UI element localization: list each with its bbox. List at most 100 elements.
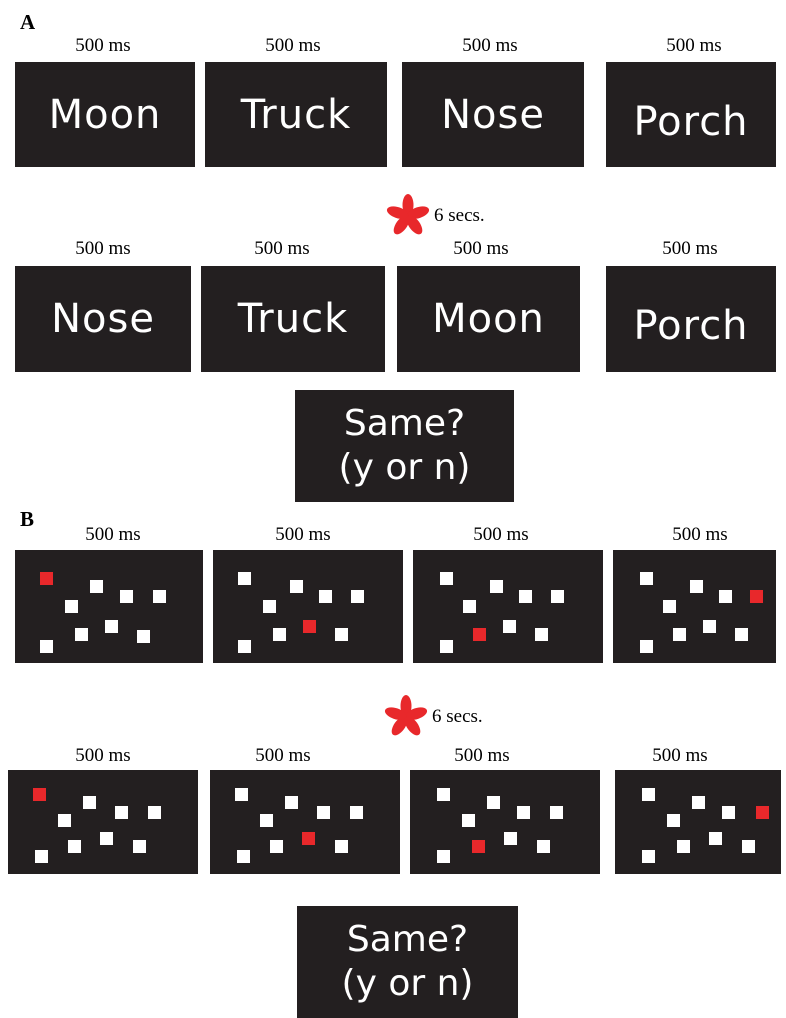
square <box>487 796 500 809</box>
square <box>75 628 88 641</box>
delay-duration: 6 secs. <box>432 706 483 727</box>
highlighted-square <box>33 788 46 801</box>
square <box>65 600 78 613</box>
word-screen: Moon <box>397 266 580 372</box>
square <box>677 840 690 853</box>
square <box>735 628 748 641</box>
word-text: Truck <box>240 91 352 138</box>
square <box>238 640 251 653</box>
timing-label: 500 ms <box>672 524 728 545</box>
square <box>519 590 532 603</box>
prompt-line-1: Same? <box>346 919 469 960</box>
timing-label: 500 ms <box>75 35 131 56</box>
response-prompt-screen: Same? (y or n) <box>297 906 518 1018</box>
square <box>235 788 248 801</box>
delay-indicator: 6 secs. <box>386 194 485 238</box>
word-screen: Truck <box>201 266 385 372</box>
timing-label: 500 ms <box>662 238 718 259</box>
square <box>719 590 732 603</box>
square <box>133 840 146 853</box>
square <box>673 628 686 641</box>
spatial-array-screen <box>15 550 203 663</box>
word-text: Nose <box>51 296 155 342</box>
timing-label: 500 ms <box>75 745 131 766</box>
word-screen: Nose <box>402 62 584 167</box>
word-text: Moon <box>432 296 545 342</box>
spatial-array-screen <box>410 770 600 874</box>
square <box>722 806 735 819</box>
square <box>440 572 453 585</box>
highlighted-square <box>756 806 769 819</box>
word-screen: Moon <box>15 62 195 167</box>
word-screen: Truck <box>205 62 387 167</box>
square <box>153 590 166 603</box>
word-text: Truck <box>237 296 349 342</box>
word-screen: Nose <box>15 266 191 372</box>
square <box>319 590 332 603</box>
square <box>285 796 298 809</box>
square <box>550 806 563 819</box>
square <box>537 840 550 853</box>
timing-label: 500 ms <box>75 238 131 259</box>
timing-label: 500 ms <box>666 35 722 56</box>
square <box>148 806 161 819</box>
square <box>663 600 676 613</box>
spatial-array-screen <box>413 550 603 663</box>
word-text: Moon <box>48 91 162 138</box>
square <box>690 580 703 593</box>
square <box>640 572 653 585</box>
timing-label: 500 ms <box>462 35 518 56</box>
panel-b-label: B <box>20 507 35 531</box>
square <box>503 620 516 633</box>
red-asterisk-icon <box>386 194 430 235</box>
word-screen: Porch <box>606 266 776 372</box>
square <box>490 580 503 593</box>
square <box>317 806 330 819</box>
delay-duration: 6 secs. <box>434 205 485 226</box>
square <box>83 796 96 809</box>
square <box>350 806 363 819</box>
highlighted-square <box>302 832 315 845</box>
prompt-line-1: Same? <box>343 403 466 444</box>
delay-indicator: 6 secs. <box>384 695 483 739</box>
timing-label: 500 ms <box>652 745 708 766</box>
square <box>270 840 283 853</box>
highlighted-square <box>472 840 485 853</box>
highlighted-square <box>40 572 53 585</box>
square <box>463 600 476 613</box>
square <box>462 814 475 827</box>
square <box>90 580 103 593</box>
square <box>260 814 273 827</box>
prompt-line-2: (y or n) <box>338 447 471 488</box>
square <box>100 832 113 845</box>
spatial-array-screen <box>8 770 198 874</box>
square <box>105 620 118 633</box>
square <box>551 590 564 603</box>
spatial-array-screen <box>210 770 400 874</box>
square <box>137 630 150 643</box>
square <box>58 814 71 827</box>
timing-label: 500 ms <box>454 745 510 766</box>
timing-label: 500 ms <box>453 238 509 259</box>
square <box>40 640 53 653</box>
timing-label: 500 ms <box>275 524 331 545</box>
square <box>68 840 81 853</box>
word-screen: Porch <box>606 62 776 167</box>
square <box>640 640 653 653</box>
word-text: Nose <box>441 91 545 138</box>
square <box>535 628 548 641</box>
square <box>115 806 128 819</box>
highlighted-square <box>303 620 316 633</box>
square <box>351 590 364 603</box>
square <box>642 850 655 863</box>
square <box>437 788 450 801</box>
timing-label: 500 ms <box>265 35 321 56</box>
red-asterisk-icon <box>384 695 428 736</box>
timing-label: 500 ms <box>473 524 529 545</box>
square <box>437 850 450 863</box>
timing-label: 500 ms <box>255 745 311 766</box>
spatial-array-screen <box>213 550 403 663</box>
timing-label: 500 ms <box>85 524 141 545</box>
square <box>504 832 517 845</box>
timing-label: 500 ms <box>254 238 310 259</box>
